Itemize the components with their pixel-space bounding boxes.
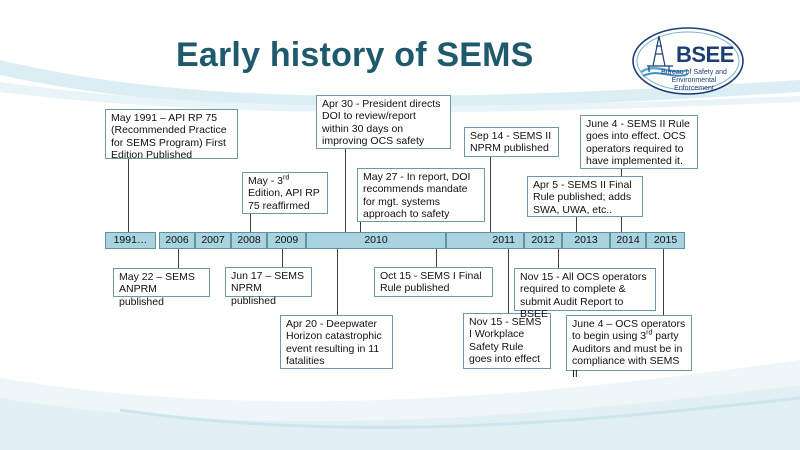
event-doi-report: May 27 - In report, DOI recommends manda… bbox=[357, 168, 485, 222]
bsee-logo bbox=[632, 27, 744, 95]
year-2013: 2013 bbox=[562, 232, 610, 249]
event-deepwater-horizon: Apr 20 - Deepwater Horizon catastrophic … bbox=[280, 315, 393, 369]
event-sems1-effect: Nov 15 - SEMS I Workplace Safety Rule go… bbox=[463, 313, 551, 369]
year-2008: 2008 bbox=[231, 232, 267, 249]
year-2007: 2007 bbox=[195, 232, 231, 249]
event-sems1-final: Oct 15 - SEMS I Final Rule published bbox=[374, 267, 493, 297]
year-2014: 2014 bbox=[610, 232, 646, 249]
event-sems-anprm: May 22 – SEMS ANPRM published bbox=[113, 268, 210, 308]
year-2012: 2012 bbox=[524, 232, 562, 249]
logo-name: BSEE bbox=[676, 42, 734, 67]
connector-api-rp75 bbox=[128, 159, 129, 232]
event-audit-report: Nov 15 - All OCS operators required to c… bbox=[514, 268, 656, 320]
connector-sems-anprm bbox=[178, 249, 179, 268]
connector-sems-nprm bbox=[282, 249, 283, 267]
event-sems2-nprm: Sep 14 - SEMS II NPRM published bbox=[464, 127, 559, 157]
connector-api-3rd-edition bbox=[250, 214, 251, 232]
year-2011: 2011 bbox=[446, 232, 524, 249]
year-1991: 1991… bbox=[105, 232, 156, 249]
year-2010: 2010 bbox=[306, 232, 446, 249]
connector-sems1-effect bbox=[508, 249, 509, 313]
page-title: Early history of SEMS bbox=[176, 36, 534, 74]
connector-president-directs bbox=[345, 149, 346, 232]
event-api-rp75: May 1991 – API RP 75 (Recommended Practi… bbox=[105, 109, 238, 161]
event-api-3rd-edition: May - 3rd Edition, API RP 75 reaffirmed bbox=[242, 172, 328, 214]
event-sems2-final: Apr 5 - SEMS II Final Rule published; ad… bbox=[527, 176, 643, 217]
connector-doi-report bbox=[360, 222, 361, 232]
year-2009: 2009 bbox=[267, 232, 306, 249]
connector-deepwater-horizon bbox=[337, 249, 338, 315]
year-2006: 2006 bbox=[159, 232, 195, 249]
event-third-party: June 4 – OCS operators to begin using 3r… bbox=[566, 315, 692, 380]
connector-sems2-nprm bbox=[490, 157, 491, 232]
event-sems-nprm: Jun 17 – SEMS NPRM published bbox=[225, 267, 312, 307]
connector-sems2-final bbox=[576, 217, 577, 232]
event-sems2-effect: June 4 - SEMS II Rule goes into effect. … bbox=[580, 115, 698, 169]
oil-rig-icon bbox=[647, 35, 673, 72]
logo-subtitle: Bureau of Safety and Environmental Enfor… bbox=[661, 69, 727, 92]
connector-sems1-final bbox=[436, 249, 437, 267]
year-2015: 2015 bbox=[646, 232, 685, 249]
event-president-directs: Apr 30 - President directs DOI to review… bbox=[316, 95, 451, 149]
connector-third-party bbox=[663, 249, 664, 315]
connector-audit-report bbox=[558, 249, 559, 268]
